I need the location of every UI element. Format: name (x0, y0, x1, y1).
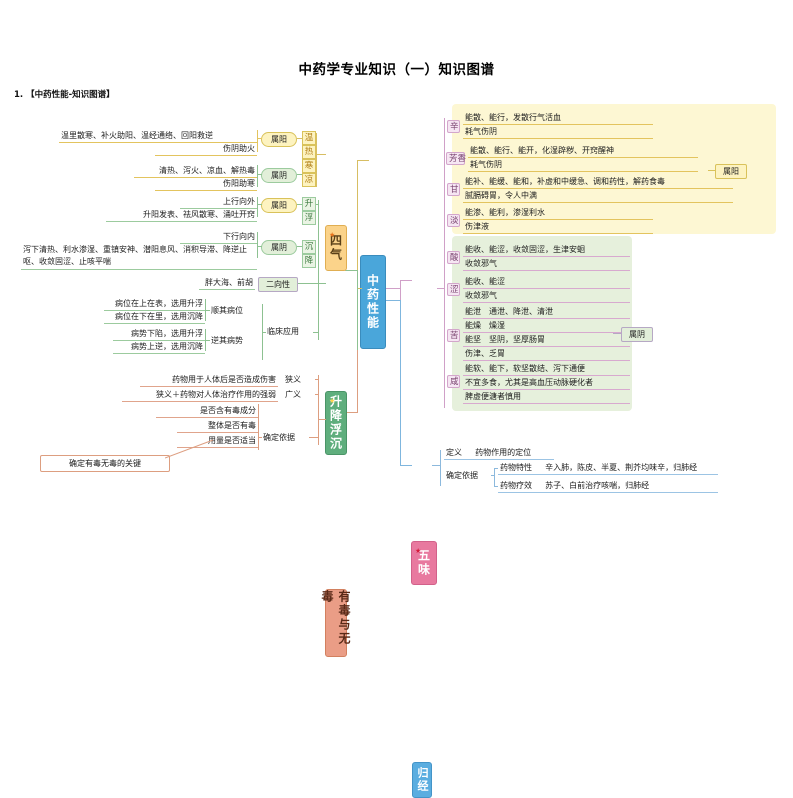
wuwei-suan-line-1: 能收、能涩，收敛固涩，生津安蛔 (463, 243, 630, 257)
dudu-basis-item-2: 整体是否有毒 (177, 419, 258, 433)
section-title: 【中药性能-知识图谱】 (26, 90, 115, 100)
branch-node-guijing[interactable]: 归经 (412, 762, 432, 798)
siqi-yin-line-1: 清热、泻火、凉血、解热毒 (134, 164, 257, 178)
sjfc-clinical-1-item-1: 病位在上在表，选用升浮 (104, 297, 205, 311)
wuwei-se-line-2: 收敛邪气 (463, 289, 630, 303)
wuwei-yang-pill[interactable]: 属阳 (715, 164, 747, 179)
dudu-basis-item-1: 是否含有毒成分 (156, 404, 258, 418)
wuwei-xin-line-2: 耗气伤阴 (463, 125, 653, 139)
dudu-def-1-tag: 狭义 (285, 375, 301, 384)
wuwei-dan-line-1: 能渗、能利，渗湿利水 (463, 206, 653, 220)
wuwei-key-gan[interactable]: 甘 (447, 183, 460, 196)
wuwei-key-fangxiang[interactable]: 芳香 (446, 152, 466, 165)
sjfc-yin-pill[interactable]: 属阴 (261, 240, 297, 255)
siqi-yin-pill[interactable]: 属阴 (261, 168, 297, 183)
dudu-def-1-text: 药物用于人体后是否造成伤害 (140, 373, 278, 387)
siqi-yin-line-2: 伤阳助寒 (155, 177, 257, 191)
sjfc-clinical-2-item-2: 病势上逆，选用沉降 (113, 340, 205, 354)
sjfc-cell-fu[interactable]: 浮 (302, 211, 316, 225)
sjfc-cell-chen[interactable]: 沉 (302, 240, 316, 254)
sjfc-yin-line-1: 下行向内 (180, 230, 257, 244)
wuwei-key-dan[interactable]: 淡 (447, 214, 460, 227)
siqi-yang-line-2: 伤阴助火 (155, 142, 257, 156)
branch-node-siqi[interactable]: ★ 四气 (325, 225, 347, 271)
wuwei-key-suan[interactable]: 酸 (447, 251, 460, 264)
sjfc-cell-sheng[interactable]: 升 (302, 197, 316, 211)
branch-label-guijing: 归经 (416, 767, 429, 793)
dudu-def-2-text: 狭义＋药物对人体治疗作用的强弱 (122, 388, 278, 402)
sjfc-yang-pill[interactable]: 属阳 (261, 198, 297, 213)
wuwei-key-se[interactable]: 涩 (447, 283, 460, 296)
wuwei-ku-line-4: 伤津、乏胃 (463, 347, 630, 361)
guijing-basis-label: 确定依据 (446, 471, 478, 480)
guijing-definition-text: 药物作用的定位 (475, 448, 532, 457)
guijing-basis-item-1-label: 药物特性 (500, 463, 532, 472)
page-title: 中药学专业知识（一）知识图谱 (298, 62, 495, 78)
wuwei-ku-line-3: 能坚 坚阴，坚厚肠胃 (463, 333, 630, 347)
dudu-basis-item-3: 用量是否适当 (177, 434, 258, 448)
dudu-def-2-tag: 广义 (285, 390, 301, 399)
wuwei-ku-line-1: 能泄 通泄、降泄、清泄 (463, 305, 630, 319)
guijing-definition-label: 定义 (446, 448, 462, 457)
section-number: 1. (14, 90, 24, 100)
siqi-cell-re[interactable]: 热 (302, 145, 316, 159)
branch-label-shengjiangfuchen: 升降浮沉 (328, 395, 343, 451)
guijing-basis-item-1: 药物特性 辛入肺，陈皮、半夏、荆芥均味辛，归肺经 (498, 461, 718, 475)
guijing-basis-item-2: 药物疗效 苏子、白前治疗咳喘，归肺经 (498, 479, 718, 493)
wuwei-key-ku[interactable]: 苦 (447, 329, 460, 342)
wuwei-fangxiang-line-2: 耗气伤阴 (468, 158, 698, 172)
wuwei-gan-line-2: 腻膈碍胃，令人中满 (463, 189, 733, 203)
wuwei-yin-pill[interactable]: 属阴 (621, 327, 653, 342)
branch-node-wuwei[interactable]: ★ 五味 (411, 541, 437, 585)
guijing-basis-item-1-text: 辛入肺，陈皮、半夏、荆芥均味辛，归肺经 (545, 463, 698, 472)
wuwei-se-line-1: 能收、能涩 (463, 275, 630, 289)
sjfc-yang-line-1: 上行向外 (180, 195, 257, 209)
wuwei-key-xian[interactable]: 咸 (447, 375, 460, 388)
sjfc-clinical-label: 临床应用 (267, 327, 299, 336)
sjfc-clinical-1-item-2: 病位在下在里，选用沉降 (104, 310, 205, 324)
sjfc-bidirectional-pill[interactable]: 二向性 (258, 277, 298, 292)
siqi-cell-liang[interactable]: 凉 (302, 173, 316, 187)
siqi-cell-han[interactable]: 寒 (302, 159, 316, 173)
wuwei-suan-line-2: 收敛邪气 (463, 257, 630, 271)
section-heading: 1. 【中药性能-知识图谱】 (14, 88, 115, 100)
guijing-basis-item-2-label: 药物疗效 (500, 481, 532, 490)
sjfc-clinical-group-1-label: 顺其病位 (211, 306, 243, 315)
sjfc-clinical-2-item-1: 病势下陷，选用升浮 (113, 327, 205, 341)
wuwei-fangxiang-line-1: 能散、能行、能开，化湿辟秽、开窍醒神 (468, 144, 698, 158)
mindmap-canvas: 中药学专业知识（一）知识图谱 1. 【中药性能-知识图谱】 中药性能 ★ 四气 … (14, 62, 776, 798)
dudu-key-note[interactable]: 确定有毒无毒的关键 (40, 455, 170, 472)
dudu-callout-line (165, 439, 214, 459)
siqi-cell-wen[interactable]: 温 (302, 131, 316, 145)
branch-label-youdu-wudu: 有毒与无毒 (320, 590, 351, 646)
guijing-definition: 定义 药物作用的定位 (444, 446, 554, 460)
wuwei-xian-line-2: 不宜多食，尤其是高血压动脉硬化者 (463, 376, 630, 390)
wuwei-dan-line-2: 伤津液 (463, 220, 653, 234)
sjfc-yang-line-2: 升阳发表、祛风散寒、涌吐开窍 (106, 208, 257, 222)
wuwei-gan-line-1: 能补、能缓、能和，补虚和中缓急、调和药性，解药食毒 (463, 175, 733, 189)
branch-node-youdu-wudu[interactable]: 有毒与无毒 (320, 589, 351, 657)
siqi-yang-pill[interactable]: 属阳 (261, 132, 297, 147)
wuwei-yin-panel (452, 236, 632, 411)
branch-label-siqi: 四气 (328, 234, 343, 262)
sjfc-clinical-group-2-label: 逆其病势 (211, 336, 243, 345)
wuwei-key-xin[interactable]: 辛 (447, 120, 460, 133)
sjfc-bidirectional-text: 胖大海、前胡 (199, 276, 255, 290)
guijing-basis-item-2-text: 苏子、白前治疗咳喘，归肺经 (545, 481, 650, 490)
wuwei-xian-line-1: 能软、能下，软坚散结、泻下通便 (463, 362, 630, 376)
siqi-yang-line-1: 温里散寒、补火助阳、温经通络、回阳救逆 (59, 129, 257, 143)
wuwei-xin-line-1: 能散、能行，发散行气活血 (463, 111, 653, 125)
sjfc-cell-jiang[interactable]: 降 (302, 254, 316, 268)
center-node-tcm-properties[interactable]: 中药性能 (360, 255, 386, 349)
sjfc-yin-line-2: 泻下清热、利水渗湿、重镇安神、潜阳息风、消积导滞、降逆止呕、收敛固涩、止咳平喘 (21, 243, 257, 270)
wuwei-xian-line-3: 脾虚便溏者慎用 (463, 390, 630, 404)
dudu-basis-label: 确定依据 (263, 433, 295, 442)
branch-node-shengjiangfuchen[interactable]: ★ 升降浮沉 (325, 391, 347, 455)
center-node-label: 中药性能 (365, 274, 380, 330)
wuwei-ku-line-2: 能燥 燥湿 (463, 319, 630, 333)
